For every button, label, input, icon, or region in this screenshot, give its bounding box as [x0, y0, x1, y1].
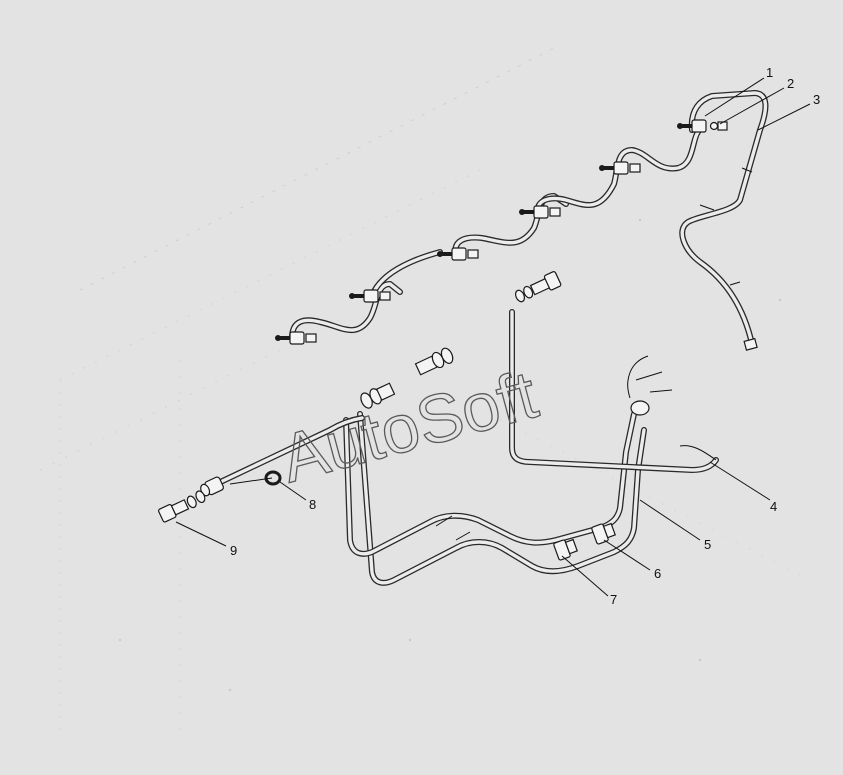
- left-supply-pipe: [200, 347, 454, 497]
- banjo-fittings: [275, 119, 728, 345]
- callout-7: 7: [610, 592, 617, 607]
- return-pipe-3: [679, 90, 769, 351]
- supply-pipe-5: [343, 355, 673, 586]
- callout-8: 8: [309, 497, 316, 512]
- callout-labels: 1 2 3 4 5 6 7 8 9: [230, 65, 820, 607]
- scan-noise: [39, 44, 811, 740]
- callout-5: 5: [704, 537, 711, 552]
- washer-8: [264, 470, 282, 486]
- callout-2: 2: [787, 76, 794, 91]
- watermark: AutoSoft: [273, 356, 545, 497]
- callout-1: 1: [766, 65, 773, 80]
- hollow-bolt-center: [514, 271, 562, 303]
- callout-4: 4: [770, 499, 777, 514]
- callout-9: 9: [230, 543, 237, 558]
- callout-6: 6: [654, 566, 661, 581]
- leak-off-pipes: [289, 129, 701, 341]
- pipe-4: [509, 309, 719, 473]
- hollow-bolt-9: [158, 490, 206, 523]
- leader-lines: [175, 77, 811, 597]
- callout-3: 3: [813, 92, 820, 107]
- pipe-clamps: [553, 522, 616, 561]
